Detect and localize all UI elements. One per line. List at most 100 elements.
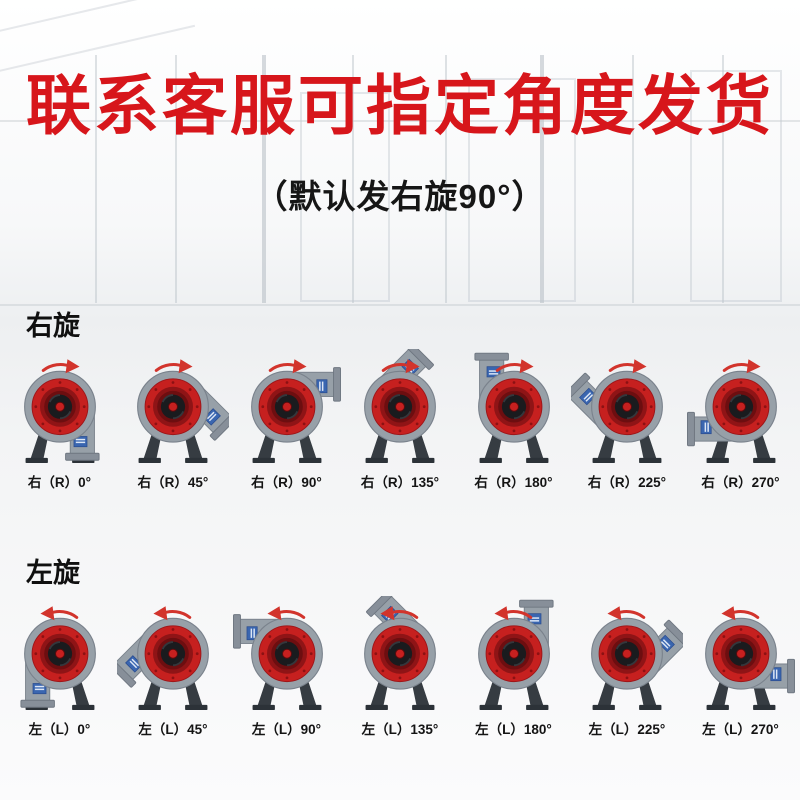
rotation-arrow-icon bbox=[722, 359, 761, 374]
fan-variant-left-225: 左（L）225° bbox=[571, 596, 684, 738]
fan-illustration bbox=[19, 606, 96, 711]
fan-photo bbox=[344, 349, 457, 470]
fan-photo bbox=[117, 349, 230, 470]
rotation-arrow-icon bbox=[39, 606, 78, 621]
fan-variant-left-135: 左（L）135° bbox=[344, 596, 457, 738]
fan-variant-left-270: 左（L）270° bbox=[684, 596, 797, 738]
fan-feet bbox=[592, 434, 662, 464]
fan-hub bbox=[735, 649, 746, 659]
label-sticker bbox=[73, 436, 87, 448]
label-sticker bbox=[769, 667, 781, 682]
fan-angle-label: 右（R）90° bbox=[251, 475, 322, 491]
fan-photo bbox=[457, 596, 570, 717]
fan-hub bbox=[395, 402, 405, 412]
fan-feet bbox=[138, 434, 208, 464]
rotation-arrow-icon bbox=[493, 606, 532, 621]
rotation-arrow-icon bbox=[154, 359, 193, 374]
fan-illustration bbox=[232, 606, 323, 711]
fan-photo bbox=[344, 596, 457, 717]
fan-hub bbox=[168, 649, 178, 659]
label-sticker bbox=[657, 635, 675, 653]
fan-angle-label: 右（R）225° bbox=[587, 475, 667, 491]
fan-photo bbox=[3, 596, 116, 717]
fan-angle-label: 左（L）0° bbox=[28, 722, 91, 738]
fan-feet bbox=[479, 681, 548, 711]
label-sticker bbox=[315, 379, 327, 394]
fan-angle-label: 右（R）135° bbox=[360, 475, 440, 491]
fan-illustration bbox=[117, 606, 209, 711]
fan-hub bbox=[735, 402, 746, 412]
fan-hub bbox=[622, 402, 632, 412]
fan-photo bbox=[684, 596, 797, 717]
fan-hub bbox=[508, 649, 519, 659]
fan-hub bbox=[54, 649, 65, 659]
rotation-arrow-icon bbox=[41, 359, 80, 374]
fan-hub bbox=[508, 402, 519, 412]
fan-photo bbox=[117, 596, 230, 717]
fan-angle-label: 左（L）270° bbox=[702, 722, 779, 738]
fan-hub bbox=[281, 649, 292, 659]
fan-angle-label: 左（L）225° bbox=[588, 722, 666, 738]
rotation-arrow-icon bbox=[266, 606, 305, 621]
fan-photo bbox=[571, 349, 684, 470]
fan-feet bbox=[706, 434, 775, 464]
fan-angle-label: 左（L）135° bbox=[361, 722, 439, 738]
ceiling-line bbox=[0, 24, 196, 74]
fan-illustration bbox=[571, 359, 663, 464]
fan-row-right: 右（R）0° 右（R）45° 右（R）90° 右（R）135° 右（R）180° 右（R）… bbox=[0, 349, 800, 491]
fan-feet bbox=[252, 434, 321, 464]
fan-feet bbox=[592, 681, 662, 711]
fan-variant-left-0: 左（L）0° bbox=[3, 596, 116, 738]
label-sticker bbox=[125, 655, 143, 673]
fan-hub bbox=[168, 402, 178, 412]
fan-variant-right-225: 右（R）225° bbox=[571, 349, 684, 491]
label-sticker bbox=[527, 613, 541, 625]
fan-illustration bbox=[686, 359, 777, 464]
label-sticker bbox=[32, 683, 46, 695]
fan-feet bbox=[252, 681, 321, 711]
fan-angle-label: 右（R）45° bbox=[137, 475, 209, 491]
fan-photo bbox=[457, 349, 570, 470]
fan-photo bbox=[684, 349, 797, 470]
fan-hub bbox=[622, 649, 632, 659]
subtitle: （默认发右旋90°） bbox=[254, 178, 546, 216]
fan-row-left: 左（L）0° 左（L）45° 左（L）90° 左（L）135° 左（L）180° 左（L）… bbox=[0, 596, 800, 738]
fan-angle-label: 左（L）90° bbox=[251, 722, 322, 738]
rotation-arrow-icon bbox=[607, 606, 646, 621]
fan-feet bbox=[479, 434, 548, 464]
fan-variant-right-0: 右（R）0° bbox=[3, 349, 116, 491]
section-heading-left: 左旋 bbox=[26, 558, 80, 589]
fan-illustration bbox=[477, 599, 554, 711]
label-sticker bbox=[579, 388, 597, 406]
label-sticker bbox=[203, 408, 221, 426]
rotation-arrow-icon bbox=[381, 359, 420, 374]
rotation-arrow-icon bbox=[608, 359, 647, 374]
label-sticker bbox=[246, 626, 258, 641]
fan-illustration bbox=[23, 359, 100, 464]
fan-hub bbox=[281, 402, 292, 412]
fan-sections: 右旋右（R）0°右（R）45°右（R）90°右（R）135°右（R）180°右（… bbox=[0, 304, 800, 738]
fan-illustration bbox=[473, 352, 550, 464]
fan-photo bbox=[230, 596, 343, 717]
fan-angle-label: 右（R）180° bbox=[474, 475, 553, 491]
fan-angle-label: 右（R）270° bbox=[701, 475, 780, 491]
fan-variant-left-45: 左（L）45° bbox=[117, 596, 230, 738]
rotation-arrow-icon bbox=[268, 359, 307, 374]
ceiling-line bbox=[0, 0, 254, 34]
fan-illustration bbox=[364, 596, 436, 711]
label-sticker bbox=[486, 366, 500, 378]
rotation-arrow-icon bbox=[153, 606, 192, 621]
fan-hub bbox=[54, 402, 65, 412]
section-heading-right: 右旋 bbox=[26, 311, 80, 342]
fan-illustration bbox=[137, 359, 229, 464]
rotation-arrow-icon bbox=[495, 359, 534, 374]
rotation-arrow-icon bbox=[380, 606, 419, 621]
fan-photo bbox=[230, 349, 343, 470]
fan-variant-right-135: 右（R）135° bbox=[344, 349, 457, 491]
fan-variant-right-45: 右（R）45° bbox=[117, 349, 230, 491]
fan-illustration bbox=[591, 606, 683, 711]
main-title: 联系客服可指定角度发货 bbox=[25, 69, 774, 142]
fan-photo bbox=[3, 349, 116, 470]
fan-variant-left-180: 左（L）180° bbox=[457, 596, 570, 738]
